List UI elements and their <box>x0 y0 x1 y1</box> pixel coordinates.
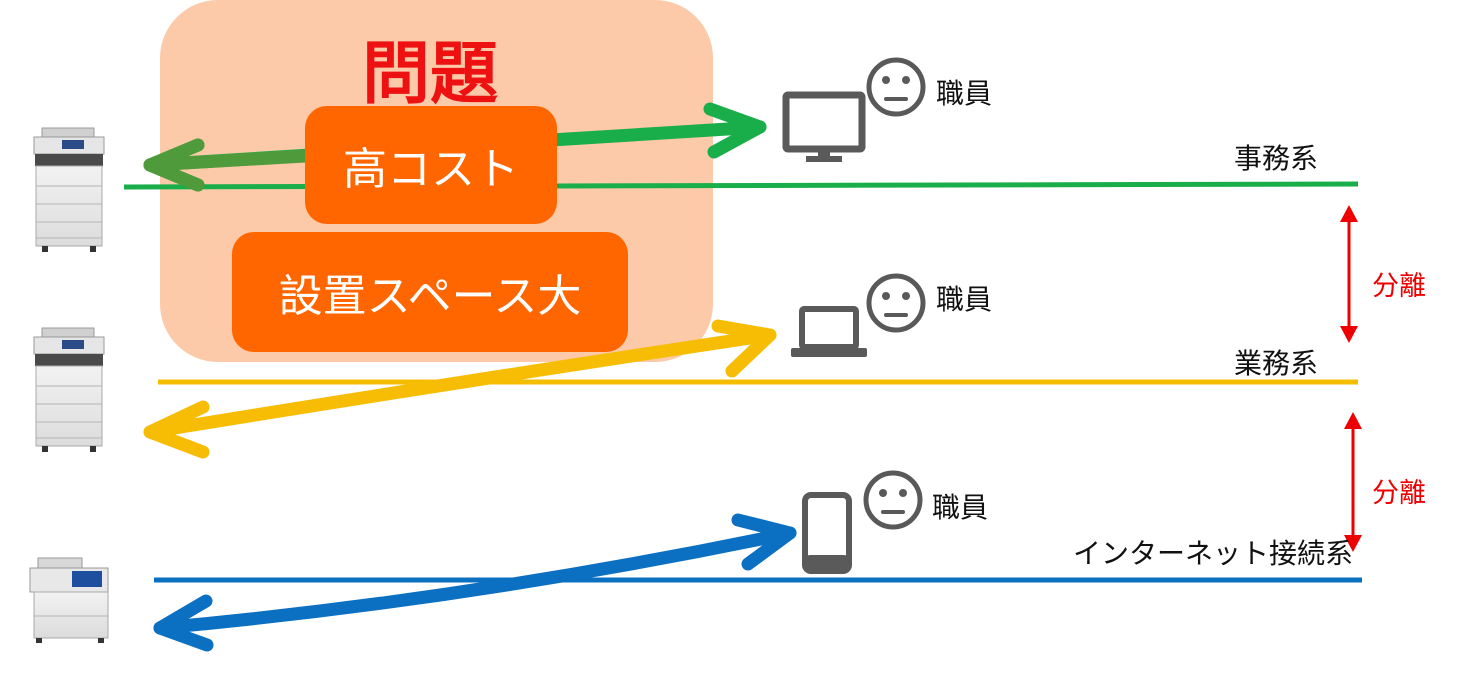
problem-title: 問題 <box>362 35 499 114</box>
separation-label-upper: 分離 <box>1372 271 1426 302</box>
neutral-face-icon <box>869 60 923 114</box>
compact-printer-icon <box>29 557 109 643</box>
mfp-printer-icon <box>33 127 105 253</box>
separation-label-lower: 分離 <box>1372 478 1426 509</box>
green-flow-arrow-left-tint <box>143 138 312 192</box>
mfp-printer-icon <box>33 327 105 453</box>
blue-flow-arrow <box>153 513 797 652</box>
laptop-icon <box>791 306 867 357</box>
staff-label-business: 職員 <box>936 283 993 316</box>
desktop-monitor-icon <box>782 91 866 162</box>
neutral-face-icon <box>866 473 920 527</box>
neutral-face-icon <box>869 276 923 330</box>
network-name-business: 業務系 <box>1234 347 1319 380</box>
yellow-flow-arrow <box>143 319 777 459</box>
separation-arrow-upper <box>1340 205 1358 343</box>
tablet-icon <box>802 492 852 574</box>
staff-label-office: 職員 <box>936 77 993 110</box>
issue-large-space-label: 設置スペース大 <box>278 271 582 322</box>
issue-high-cost-label: 高コスト <box>343 144 519 195</box>
separation-arrow-lower <box>1344 412 1362 552</box>
staff-label-internet: 職員 <box>932 491 989 524</box>
network-name-office: 事務系 <box>1234 142 1319 175</box>
issue-large-space: 設置スペース大 <box>232 232 628 352</box>
issue-high-cost: 高コスト <box>305 106 557 224</box>
network-name-internet: インターネット接続系 <box>1073 537 1354 570</box>
